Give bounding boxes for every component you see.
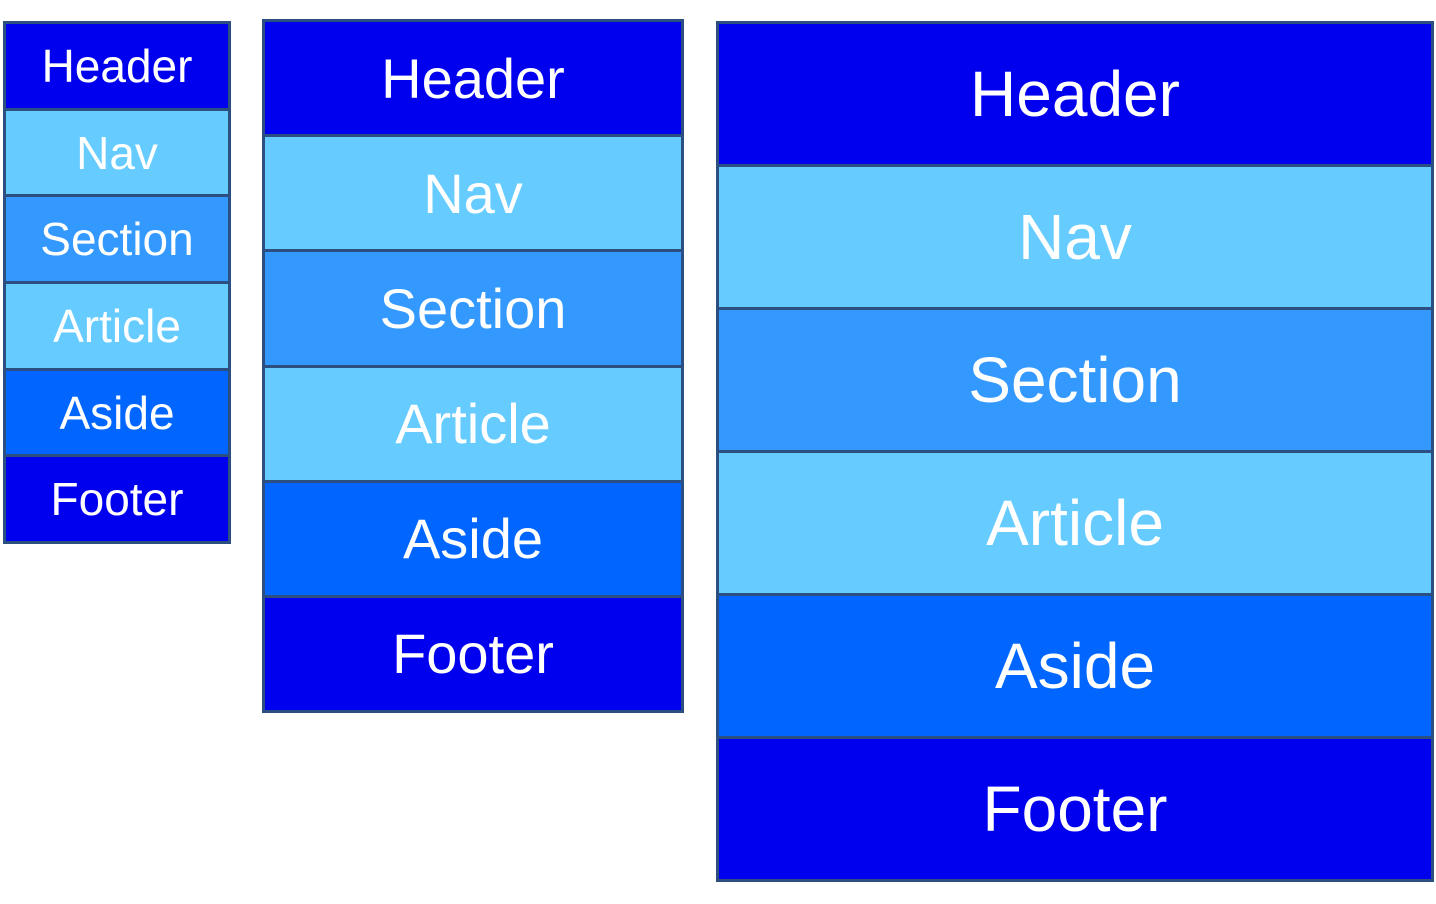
nav-block: Nav [719,164,1431,307]
footer-block: Footer [6,454,228,542]
header-block: Header [6,24,228,108]
header-block: Header [719,24,1431,164]
section-block: Section [265,249,681,365]
header-block: Header [265,22,681,135]
aside-block: Aside [265,479,681,595]
aside-block: Aside [6,367,228,455]
aside-block: Aside [719,593,1431,736]
layout-stack-small: Header Nav Section Article Aside Footer [3,21,231,544]
article-block: Article [265,364,681,480]
article-block: Article [719,450,1431,593]
section-block: Section [6,194,228,282]
footer-block: Footer [265,594,681,711]
footer-block: Footer [719,736,1431,879]
nav-block: Nav [265,134,681,250]
nav-block: Nav [6,107,228,195]
layout-stack-medium: Header Nav Section Article Aside Footer [262,19,684,713]
article-block: Article [6,281,228,368]
layout-stack-large: Header Nav Section Article Aside Footer [716,21,1434,882]
section-block: Section [719,307,1431,450]
